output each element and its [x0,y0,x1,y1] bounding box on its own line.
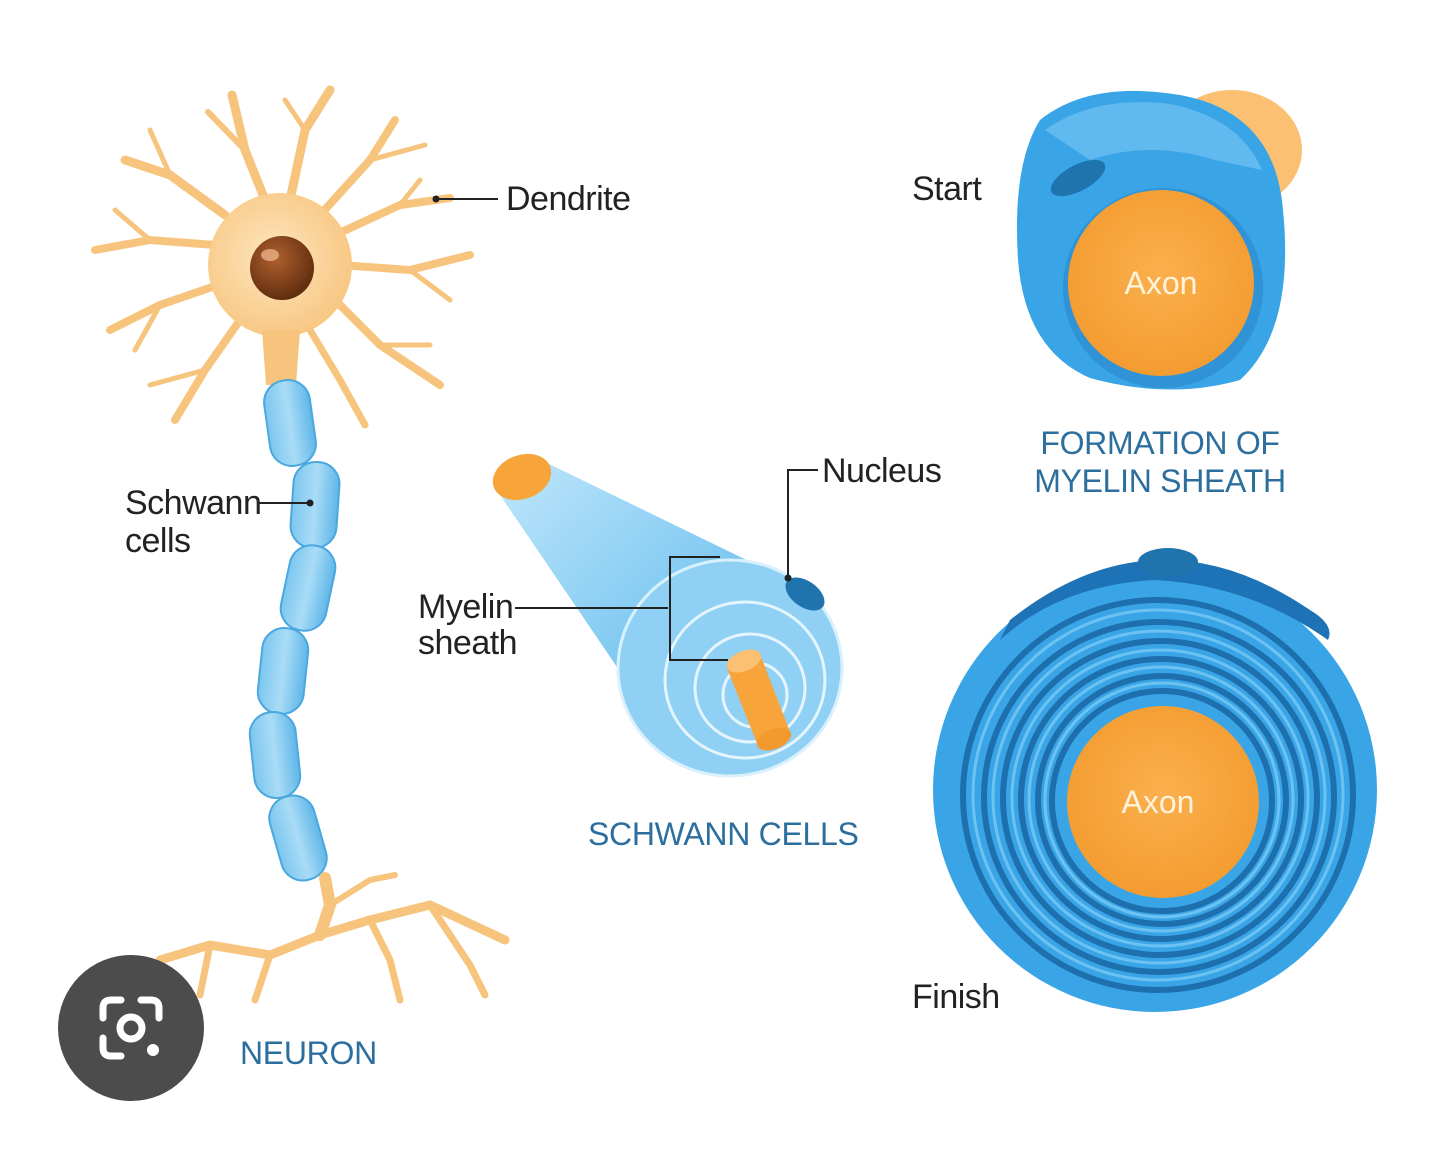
google-lens-icon [99,996,163,1060]
formation-caption-line2: MYELIN SHEATH [1034,463,1286,499]
neuron-caption: NEURON [240,1035,377,1071]
google-lens-button[interactable] [58,955,204,1101]
formation-caption-line1: FORMATION OF [1040,425,1280,461]
dendrite-label: Dendrite [506,180,631,218]
start-label: Start [912,170,982,208]
schwann-nucleus [785,577,825,611]
schwann-cells-label-line1: Schwann [125,484,262,522]
myelin-spiral [960,597,1356,993]
axon-end [492,453,552,501]
axon-start [1068,190,1254,376]
dendrites [91,85,474,429]
formation-finish: Axon [933,548,1377,1012]
schwann-cells-caption: SCHWANN CELLS [588,816,859,852]
neuron [91,85,510,1004]
formation-start: Axon [1016,90,1302,390]
myelin-sheath-label-line1: Myelin [418,588,514,626]
schwann-cell-segments [248,379,341,882]
neuron-nucleus [250,236,314,300]
schwann-cell-illustration [492,453,844,778]
schwann-cells-label-line2: cells [125,522,191,560]
finish-nucleus [1138,548,1198,576]
axon-finish-label: Axon [1122,784,1195,820]
myelin-sheath-label-line2: sheath [418,624,518,662]
axon-start-label: Axon [1125,265,1198,301]
axon-finish [1067,706,1259,898]
axon-hillock [262,330,300,385]
nucleus-label: Nucleus [822,452,942,490]
finish-label: Finish [912,978,1000,1016]
axon-terminals [137,872,510,1004]
